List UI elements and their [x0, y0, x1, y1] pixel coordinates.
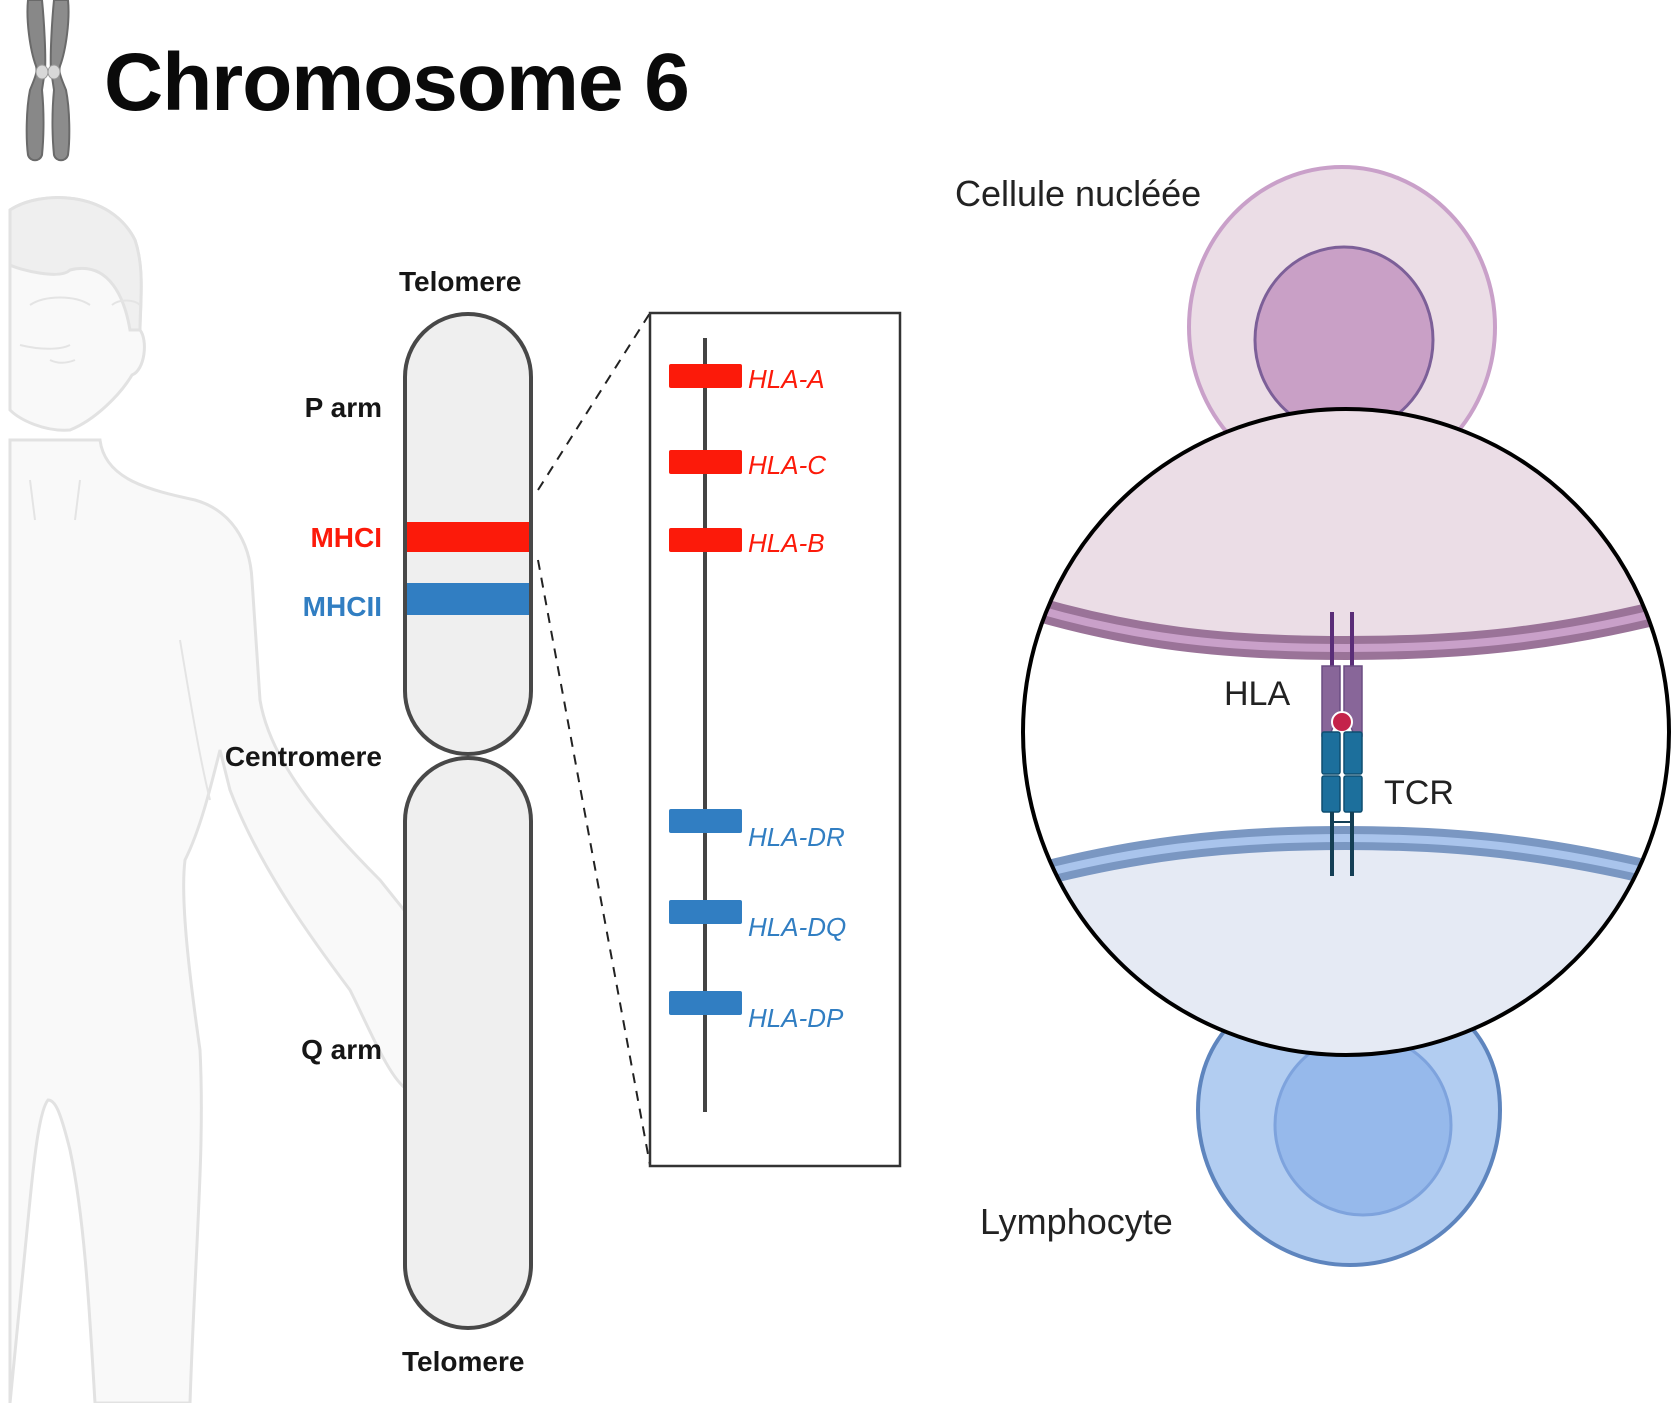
mhc1-label: MHCI — [310, 522, 382, 553]
gene-map-frame — [648, 311, 902, 1168]
synapse-zoom-circle — [1021, 407, 1671, 1057]
telomere-bottom-label: Telomere — [402, 1346, 525, 1377]
gene-label-hla-dq: HLA-DQ — [748, 912, 847, 942]
nucleated-cell-label: Cellule nucléée — [955, 173, 1202, 214]
gene-label-hla-c: HLA-C — [748, 450, 827, 480]
gene-bar-hla-dr — [669, 809, 742, 833]
lymphocyte-cell — [1195, 977, 1503, 1268]
lymphocyte-label: Lymphocyte — [980, 1201, 1173, 1242]
chromosome-q-arm — [403, 756, 533, 1330]
centromere-label: Centromere — [224, 741, 382, 772]
human-details — [19, 296, 211, 801]
tcr-label: TCR — [1384, 774, 1454, 812]
human-silhouette — [8, 196, 410, 1403]
zoom-line-top — [537, 312, 651, 491]
top-cell-cytoplasm — [1023, 409, 1669, 650]
gene-label-hla-dp: HLA-DP — [748, 1003, 844, 1033]
hla-label: HLA — [1224, 675, 1291, 713]
telomere-top-label: Telomere — [399, 266, 522, 297]
tcr-molecule — [1321, 731, 1363, 876]
human-body — [8, 438, 410, 1403]
zoom-line-bottom — [537, 559, 651, 1166]
mhc2-label: MHCII — [302, 591, 382, 622]
q-arm-label: Q arm — [301, 1034, 382, 1065]
gene-bar-hla-dp — [669, 991, 742, 1015]
gene-bar-hla-b — [669, 528, 742, 552]
peptide-antigen — [1331, 711, 1353, 733]
nucleated-cell-nucleus — [1253, 245, 1435, 435]
gene-bar-hla-c — [669, 450, 742, 474]
gene-bar-hla-a — [669, 364, 742, 388]
lymphocyte-nucleus — [1273, 1033, 1453, 1217]
gene-label-hla-a: HLA-A — [748, 364, 825, 394]
gene-label-hla-b: HLA-B — [748, 528, 825, 558]
p-arm-label: P arm — [304, 392, 382, 423]
mhc1-band — [407, 522, 529, 552]
chromosome-icon — [25, 0, 71, 162]
gene-label-hla-dr: HLA-DR — [748, 822, 845, 852]
chromosome-6 — [403, 312, 533, 1330]
human-hair — [8, 196, 143, 332]
gene-bar-hla-dq — [669, 900, 742, 924]
gene-map-box — [648, 311, 902, 1168]
page-title: Chromosome 6 — [104, 37, 690, 128]
synapse-zoom-outline — [1021, 407, 1671, 1057]
mhc2-band — [407, 583, 529, 615]
zoom-connector-lines — [537, 312, 651, 1166]
